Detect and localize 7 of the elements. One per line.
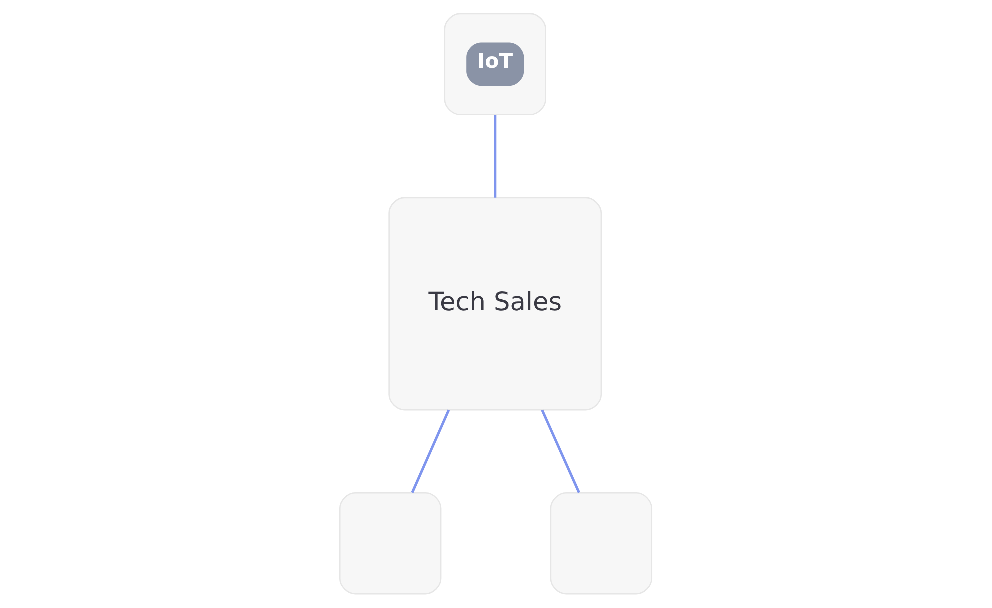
connector <box>494 115 497 198</box>
node-box: Tech Sales <box>388 197 602 411</box>
node-box <box>550 492 653 595</box>
connector <box>541 410 580 494</box>
node-box <box>339 492 442 595</box>
connector <box>411 410 450 494</box>
node-box: IoT <box>444 13 546 116</box>
